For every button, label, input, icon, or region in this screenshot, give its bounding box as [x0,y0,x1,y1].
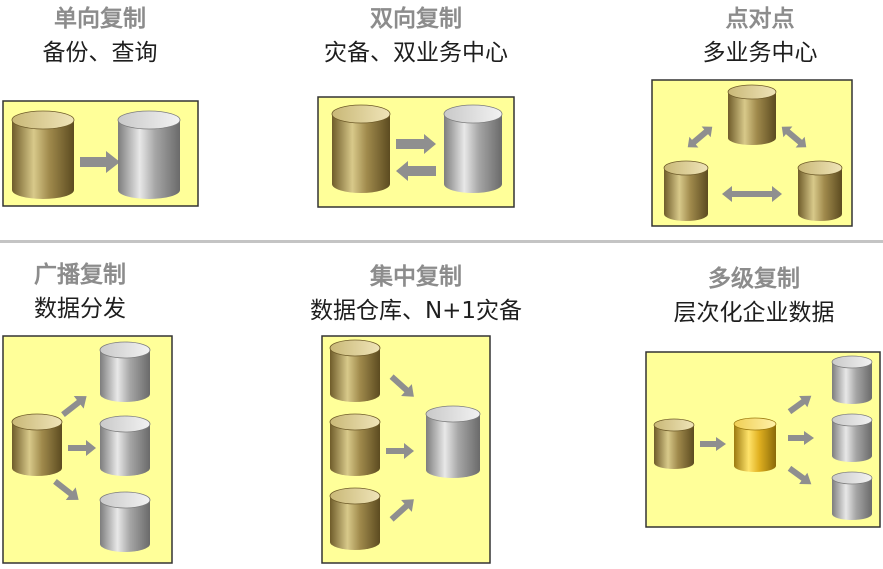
gold-database-icon [329,339,381,402]
panel-title-consolidation: 集中复制 [370,264,462,290]
panel-subtitle-peer-to-peer: 多业务中心 [702,40,818,66]
arrow-right-icon [386,443,414,459]
gold-database-icon [663,160,709,221]
silver-database-icon [443,104,503,193]
silver-database-icon [425,405,481,478]
bidirectional-arrow-icon [687,126,713,148]
gold-database-icon [329,487,381,550]
arrow-down-right-icon [787,465,812,485]
panel-subtitle-two-way: 灾备、双业务中心 [324,40,508,66]
silver-database-icon [99,491,151,552]
silver-database-icon [831,355,873,404]
gold-database-icon [653,418,695,469]
gold-database-icon [331,104,391,193]
silver-database-icon [831,413,873,462]
panel-title-one-way: 单向复制 [54,6,146,32]
panel-title-broadcast: 广播复制 [34,262,126,288]
bright-gold-database-icon [733,417,777,472]
gold-database-icon [11,413,63,476]
section-divider [0,240,883,243]
arrow-up-right-icon [61,396,87,417]
gold-database-icon [797,160,843,221]
silver-database-icon [99,415,151,476]
arrow-down-right-icon [53,479,79,500]
bidirectional-arrow-icon [722,186,782,202]
panel-subtitle-broadcast: 数据分发 [34,296,126,322]
arrow-left-icon [396,161,436,181]
panel-title-peer-to-peer: 点对点 [725,6,795,32]
arrow-right-icon [700,437,726,451]
arrow-right-icon [80,151,120,173]
silver-database-icon [99,341,151,402]
silver-database-icon [117,110,181,199]
gold-database-icon [727,84,777,145]
arrow-up-right-icon [787,395,812,415]
panel-subtitle-cascade: 层次化企业数据 [673,300,835,326]
arrow-up-right-icon [389,499,414,522]
panel-subtitle-one-way: 备份、查询 [42,40,158,66]
gold-database-icon [11,110,75,199]
gold-database-icon [329,413,381,476]
arrow-down-right-icon [389,374,414,397]
panel-title-cascade: 多级复制 [708,266,800,292]
bidirectional-arrow-icon [781,126,807,148]
arrow-right-icon [788,431,814,445]
panel-title-two-way: 双向复制 [370,6,462,32]
panel-subtitle-consolidation: 数据仓库、N+1灾备 [309,298,523,324]
silver-database-icon [831,471,873,520]
arrow-right-icon [68,440,96,456]
arrow-right-icon [396,134,436,154]
